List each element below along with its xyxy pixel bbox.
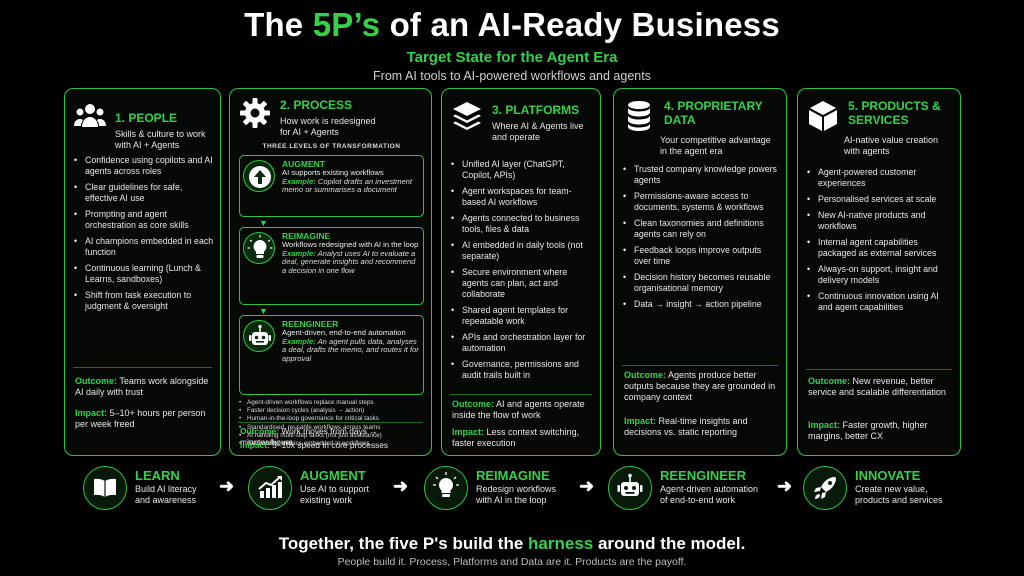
pillar-bullets: Trusted company knowledge powers agents …: [623, 164, 780, 315]
pillar-title: 5. PRODUCTS &SERVICES: [848, 99, 941, 127]
list-item: Clear guidelines for safe, effective AI …: [74, 182, 214, 204]
list-item: Permissions-aware access to documents, s…: [623, 191, 780, 213]
book-icon: [83, 466, 127, 510]
pillar-title: 3. PLATFORMS: [492, 103, 580, 117]
list-item: Clean taxonomies and definitions agents …: [623, 218, 780, 240]
divider: [622, 365, 778, 366]
list-item: Data → insight → action pipeline: [623, 299, 780, 310]
list-item: AI embedded in daily tools (not separate…: [451, 240, 594, 262]
arrow-right-icon: ➜: [777, 476, 793, 496]
page-tagline: From AI tools to AI-powered workflows an…: [373, 69, 651, 83]
list-item: Confidence using copilots and AI agents …: [74, 155, 214, 177]
arrow-down-icon: ▼: [259, 218, 268, 228]
level-reengineer: REENGINEER Agent-driven, end-to-end auto…: [239, 315, 424, 395]
pillar-impact: Impact: Less context switching, faster e…: [452, 427, 580, 448]
pillar-outcome: Outcome: Teams work alongside AI daily w…: [75, 376, 209, 397]
list-item: Personalised services at scale: [807, 194, 954, 205]
arrow-right-icon: ➜: [393, 476, 409, 496]
list-item: Shift from task execution to judgment & …: [74, 290, 214, 312]
list-item: Internal agent capabilities packaged as …: [807, 237, 954, 259]
list-item: Prompting and agent orchestration as cor…: [74, 209, 214, 231]
divider: [450, 394, 592, 395]
list-item: Agent-powered customer experiences: [807, 167, 954, 189]
gear-icon: [238, 96, 272, 130]
list-item: Decision history becomes reusable organi…: [623, 272, 780, 294]
list-item: Agents connected to business tools, file…: [451, 213, 594, 235]
list-item: AI handling multi-step tasks (not just a…: [239, 432, 424, 440]
growth-chart-icon: [248, 466, 292, 510]
pillar-impact: Impact: Faster growth, higher margins, b…: [808, 420, 928, 441]
levels-title: THREE LEVELS OF TRANSFORMATION: [262, 143, 401, 150]
list-item: Continuous learning (Lunch & Learns, san…: [74, 263, 214, 285]
divider: [806, 369, 952, 370]
cube-icon: [806, 99, 840, 133]
footer-headline: Together, the five P's build the harness…: [278, 534, 746, 553]
pillar-outcome: Outcome: Work moves from days → minutes/…: [240, 426, 378, 447]
list-item: Shared agent templates for repeatable wo…: [451, 305, 594, 327]
robot-icon: [608, 466, 652, 510]
pillar-impact: Impact: 5–10x speed in core processes: [240, 440, 389, 450]
arrow-up-icon: [243, 160, 275, 192]
pillar-title: 1. PEOPLE: [115, 111, 178, 125]
people-icon: [73, 99, 107, 133]
process-bullets: Agent-driven workflows replace manual st…: [239, 399, 424, 448]
pillar-impact: Impact: Real-time insights and decisions…: [624, 416, 748, 437]
list-item: APIs and orchestration layer for automat…: [451, 332, 594, 354]
list-item: New AI-native products and workflows: [807, 210, 954, 232]
lightbulb-icon: [424, 466, 468, 510]
list-item: Agent workspaces for team-based AI workf…: [451, 186, 594, 208]
arrow-down-icon: ▼: [259, 306, 268, 316]
pillar-bullets: Unified AI layer (ChatGPT, Copilot, APIs…: [451, 159, 594, 386]
pillar-bullets: Agent-powered customer experiences Perso…: [807, 167, 954, 318]
lightbulb-icon: [243, 232, 275, 264]
list-item: Continuous innovation using AI and agent…: [807, 291, 954, 313]
list-item: Unified AI layer (ChatGPT, Copilot, APIs…: [451, 159, 594, 181]
layers-icon: [450, 99, 484, 133]
divider: [238, 422, 423, 423]
pillar-outcome: Outcome: Agents produce better outputs b…: [624, 370, 776, 402]
page-subtitle: Target State for the Agent Era: [406, 49, 618, 66]
pillar-bullets: Confidence using copilots and AI agents …: [74, 155, 214, 317]
list-item: Always-on support, insight and delivery …: [807, 264, 954, 286]
list-item: Agent-driven workflows replace manual st…: [239, 399, 424, 407]
transformation-levels: THREE LEVELS OF TRANSFORMATION AUGMENT A…: [237, 143, 426, 449]
pillar-outcome: Outcome: New revenue, better service and…: [808, 376, 946, 397]
robot-icon: [243, 320, 275, 352]
database-icon: [622, 99, 656, 133]
list-item: Feedback loops improve outputs over time: [623, 245, 780, 267]
footer-subline: People build it. Process, Platforms and …: [337, 556, 687, 568]
arrow-right-icon: ➜: [219, 476, 235, 496]
list-item: Secure environment where agents can plan…: [451, 267, 594, 300]
pillar-title: 2. PROCESS: [280, 98, 353, 112]
list-item: Standardised, reusable workflows across …: [239, 424, 424, 432]
list-item: Governance, permissions and audit trails…: [451, 359, 594, 381]
list-item: Human-in-the-loop governance for critica…: [239, 415, 424, 423]
list-item: Faster decision cycles (analysis → actio…: [239, 407, 424, 415]
arrow-right-icon: ➜: [579, 476, 595, 496]
pillar-impact: Impact: 5–10+ hours per person per week …: [75, 408, 206, 429]
divider: [73, 367, 212, 368]
pillar-products-card: 5. PRODUCTS &SERVICES AI-native value cr…: [797, 88, 961, 456]
level-reimagine: REIMAGINE Workflows redesigned with AI i…: [239, 227, 424, 305]
pillar-outcome: Outcome: AI and agents operate inside th…: [452, 399, 585, 420]
list-item: Before/after metrics embedded in workflo…: [239, 440, 424, 448]
list-item: Trusted company knowledge powers agents: [623, 164, 780, 186]
page-title: The 5P’s of an AI-Ready Business: [244, 6, 780, 43]
rocket-icon: [803, 466, 847, 510]
list-item: AI champions embedded in each function: [74, 236, 214, 258]
